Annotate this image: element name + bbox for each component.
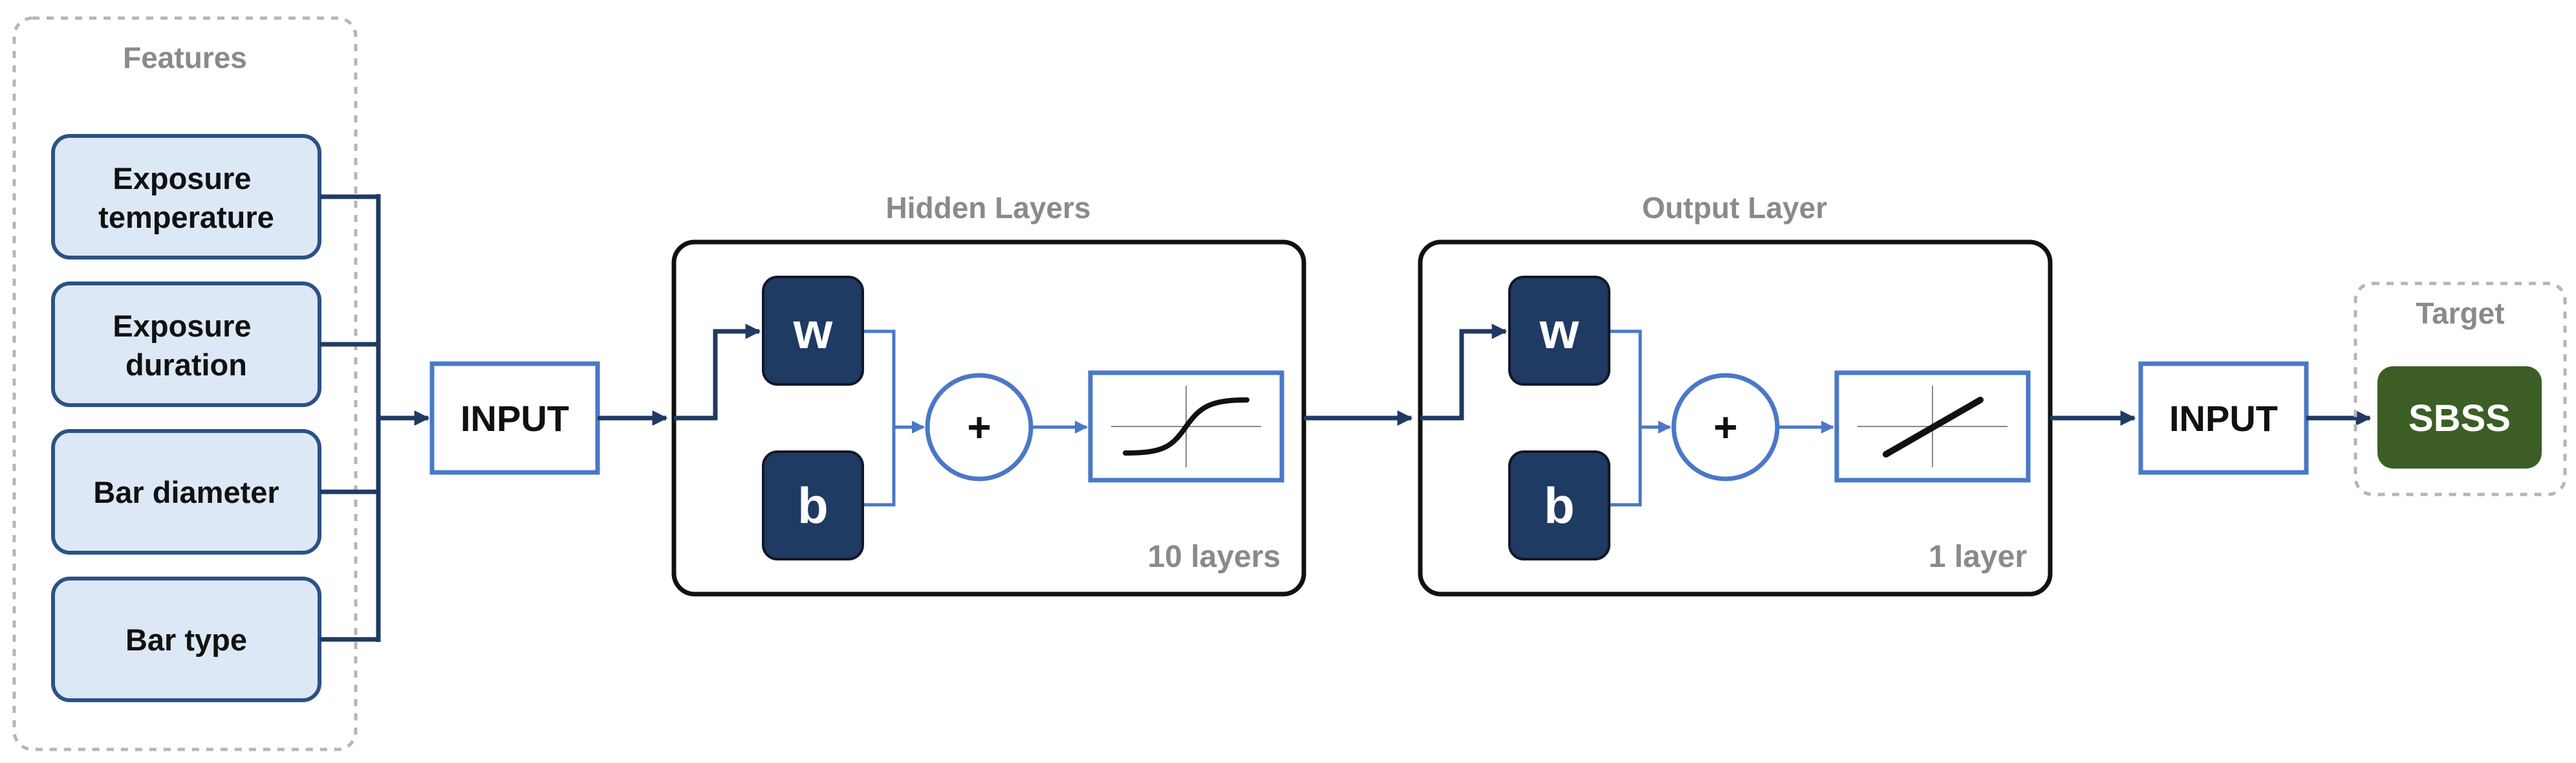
target-node: SBSS bbox=[2377, 366, 2542, 469]
hidden-layers-group: Hidden Layers w b + 10 layers bbox=[671, 191, 1306, 597]
output-layer-count: 1 layer bbox=[1929, 540, 2027, 574]
target-group-border bbox=[2354, 282, 2567, 496]
hidden-layers-count: 10 layers bbox=[1147, 540, 1281, 574]
connector-line bbox=[674, 324, 761, 421]
feature-connectors bbox=[319, 194, 430, 642]
svg-text:Bar type: Bar type bbox=[125, 623, 247, 657]
svg-text:Bar diameter: Bar diameter bbox=[93, 475, 279, 509]
connector-line bbox=[863, 329, 896, 507]
input-node-right: INPUT bbox=[2138, 361, 2309, 475]
feature-label-line: Exposure bbox=[113, 161, 251, 195]
bias-node: b bbox=[762, 450, 864, 560]
target-group: Target SBSS bbox=[2354, 282, 2567, 496]
weight-node: w bbox=[1508, 276, 1610, 386]
connector-line bbox=[1420, 324, 1508, 421]
features-group-border bbox=[12, 16, 358, 751]
input-node-left: INPUT bbox=[429, 361, 600, 475]
plus-symbol: + bbox=[967, 404, 991, 450]
feature-box-exposure-temperature: Exposure temperature bbox=[51, 134, 321, 260]
feature-box-bar-diameter: Bar diameter bbox=[51, 429, 321, 555]
input-label: INPUT bbox=[460, 398, 569, 439]
weight-node: w bbox=[762, 276, 864, 386]
hidden-layers-title: Hidden Layers bbox=[886, 191, 1091, 225]
connector-line bbox=[1609, 329, 1642, 507]
input-label: INPUT bbox=[2169, 398, 2278, 439]
target-title: Target bbox=[2416, 296, 2504, 330]
target-label: SBSS bbox=[2408, 397, 2511, 439]
bias-label: b bbox=[797, 477, 828, 534]
sum-node: + bbox=[1671, 373, 1780, 481]
svg-text:Exposure duration: Exposure duration bbox=[113, 309, 259, 382]
feature-label-line: temperature bbox=[98, 200, 274, 234]
feature-box-bar-type: Bar type bbox=[51, 577, 321, 702]
features-title: Features bbox=[123, 41, 247, 74]
output-layer-title: Output Layer bbox=[1642, 191, 1827, 225]
output-layer-group: Output Layer w b + 1 layer bbox=[1418, 191, 2053, 597]
sum-node: + bbox=[925, 373, 1034, 481]
feature-label-line: Exposure bbox=[113, 309, 251, 343]
feature-box-exposure-duration: Exposure duration bbox=[51, 282, 321, 407]
feature-label-line: Bar diameter bbox=[93, 475, 279, 509]
weight-label: w bbox=[793, 302, 833, 359]
sigmoid-activation-icon bbox=[1088, 370, 1284, 483]
feature-label-line: Bar type bbox=[125, 623, 247, 657]
bias-label: b bbox=[1544, 477, 1575, 534]
weight-label: w bbox=[1539, 302, 1579, 359]
linear-activation-icon bbox=[1834, 370, 2031, 483]
bias-node: b bbox=[1508, 450, 1610, 560]
feature-label-line: duration bbox=[125, 348, 247, 382]
plus-symbol: + bbox=[1713, 404, 1737, 450]
svg-text:Exposure temperature: Exposure temperature bbox=[98, 161, 274, 234]
features-group: Features Exposure temperature Exposure d… bbox=[12, 16, 358, 751]
